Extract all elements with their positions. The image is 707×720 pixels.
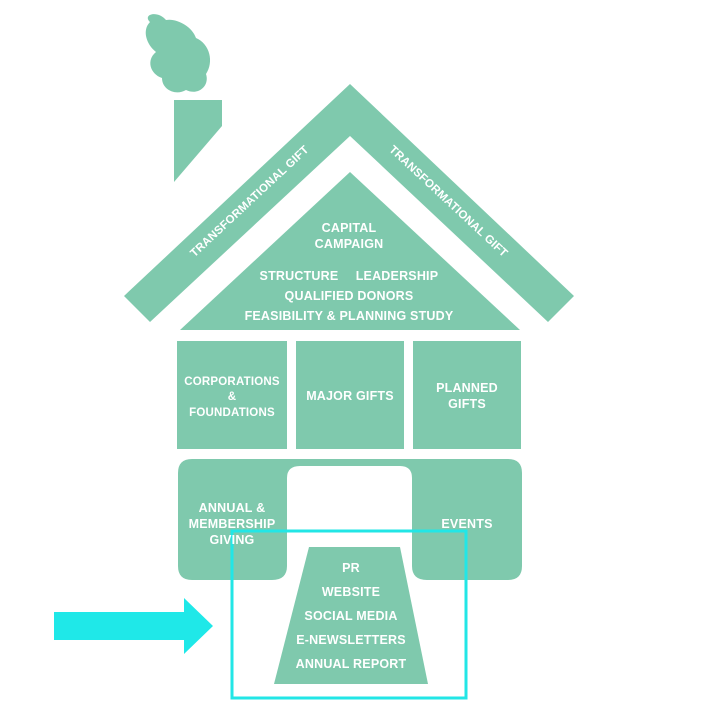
structure-label: STRUCTURE [260,269,339,283]
events-label: EVENTS [441,517,492,531]
major-gifts-box [296,341,404,449]
capital-label-line2: CAMPAIGN [315,237,384,251]
corporations-label-line2: & [228,391,237,403]
ground-floor-annual-events [178,459,522,580]
corporations-label-line1: CORPORATIONS [184,376,280,388]
planned-gifts-label-line1: PLANNED [436,381,498,395]
highlight-box [230,529,468,700]
path-communications [274,547,428,684]
planned-gifts-label-line2: GIFTS [448,397,486,411]
planned-gifts-box [413,341,521,449]
chimney-icon [174,100,222,182]
path-item-e-newsletters: E-NEWSLETTERS [296,633,406,647]
right-arrow-icon [54,598,213,654]
annual-label-line3: GIVING [210,533,255,547]
path-item-annual-report: ANNUAL REPORT [296,657,407,671]
feasibility-label: FEASIBILITY & PLANNING STUDY [245,309,454,323]
major-gifts-label: MAJOR GIFTS [306,389,394,403]
path-item-website: WEBSITE [322,585,380,599]
path-item-pr: PR [342,561,360,575]
leadership-label: LEADERSHIP [356,269,439,283]
path-item-social-media: SOCIAL MEDIA [304,609,397,623]
smoke-cloud-icon [145,14,211,93]
corporations-foundations-box [177,341,287,449]
roof [124,84,574,322]
attic-capital-campaign [180,172,520,330]
annual-label-line1: ANNUAL & [199,501,266,515]
qualified-donors-label: QUALIFIED DONORS [285,289,414,303]
annual-label-line2: MEMBERSHIP [189,517,276,531]
capital-label-line1: CAPITAL [322,221,377,235]
corporations-label-line3: FOUNDATIONS [189,407,275,419]
